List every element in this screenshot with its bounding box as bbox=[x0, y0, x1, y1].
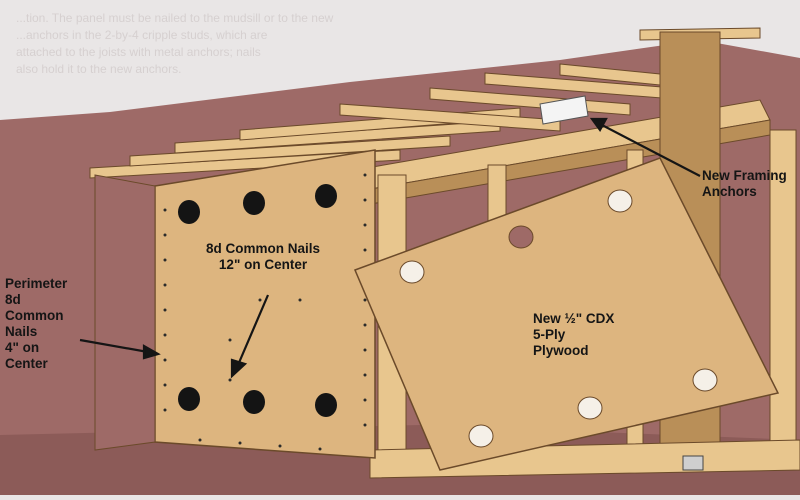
label-new-framing-anchors: New Framing Anchors bbox=[702, 168, 787, 200]
vent-hole bbox=[399, 260, 425, 284]
vent-hole bbox=[315, 393, 337, 417]
vent-hole bbox=[692, 368, 718, 392]
nails-arrow-line bbox=[236, 294, 270, 366]
arrow-icon bbox=[142, 344, 161, 360]
faded-line: ...anchors in the 2-by-4 cripple studs, … bbox=[16, 28, 268, 42]
vent-hole bbox=[178, 387, 200, 411]
left-panel-vent-holes bbox=[178, 184, 337, 417]
label-line: 4" on bbox=[5, 340, 40, 355]
label-line: Perimeter bbox=[5, 276, 68, 291]
label-line: New Framing bbox=[702, 168, 787, 183]
arrows bbox=[79, 117, 701, 379]
vent-hole bbox=[315, 184, 337, 208]
label-line: 8d bbox=[5, 292, 21, 307]
vent-hole bbox=[468, 424, 494, 448]
label-line: 5-Ply bbox=[533, 327, 566, 342]
vent-hole bbox=[243, 191, 265, 215]
joist-2 bbox=[129, 135, 451, 167]
faded-caption: ...tion. The panel must be nailed to the… bbox=[16, 10, 486, 78]
vent-hole bbox=[243, 390, 265, 414]
plywood-sheet-holes bbox=[399, 189, 718, 448]
anchors-arrow-line bbox=[599, 123, 701, 177]
vent-hole bbox=[508, 225, 534, 249]
left-wall-edge bbox=[94, 174, 156, 451]
label-line: 8d Common Nails bbox=[206, 241, 321, 256]
faded-line: also hold it to the new anchors. bbox=[16, 62, 182, 76]
label-line: Plywood bbox=[533, 343, 589, 358]
vent-hole bbox=[607, 189, 633, 213]
new-plywood-sheet bbox=[354, 157, 780, 471]
label-line: Anchors bbox=[702, 184, 757, 199]
framing-anchor-icon bbox=[539, 95, 589, 125]
label-line: Common bbox=[5, 308, 64, 323]
stud-4 bbox=[769, 129, 797, 461]
vent-hole bbox=[577, 396, 603, 420]
arrow-icon bbox=[589, 117, 608, 133]
faded-line: ...tion. The panel must be nailed to the… bbox=[16, 11, 334, 25]
label-line: Nails bbox=[5, 324, 38, 339]
label-new-plywood: New ½" CDX 5-Ply Plywood bbox=[533, 311, 614, 359]
joist-5 bbox=[339, 103, 561, 132]
label-line: New ½" CDX bbox=[533, 311, 615, 326]
anchor-bolt-icon bbox=[682, 455, 704, 471]
label-perimeter-nails: Perimeter 8d Common Nails 4" on Center bbox=[5, 276, 67, 372]
arrow-icon bbox=[230, 358, 248, 379]
label-line: Center bbox=[5, 356, 48, 371]
perimeter-arrow-line bbox=[79, 338, 149, 354]
label-common-nails: 8d Common Nails 12" on Center bbox=[206, 241, 320, 273]
faded-line: attached to the joists with metal anchor… bbox=[16, 45, 261, 59]
floor-joists bbox=[89, 27, 761, 179]
vent-hole bbox=[178, 200, 200, 224]
label-line: 12" on Center bbox=[218, 257, 308, 272]
